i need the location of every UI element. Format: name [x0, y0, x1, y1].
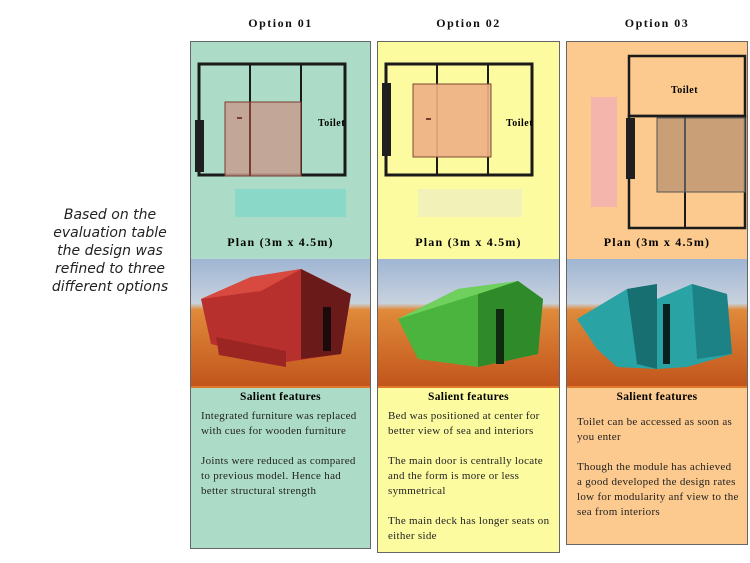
option-1-features: Salient features Integrated furniture wa…: [191, 386, 370, 548]
module-render-image: [567, 259, 747, 386]
side-caption: Based on the evaluation table the design…: [51, 207, 169, 295]
feature-item: The main door is centrally locate and th…: [388, 455, 543, 497]
option-3-title: Option 03: [624, 16, 690, 30]
plan-label: Plan (3m x 4.5m): [603, 235, 711, 249]
plan-label: Plan (3m x 4.5m): [415, 235, 522, 249]
features-title: Salient features: [616, 391, 698, 403]
toilet-label: Toilet: [506, 118, 534, 129]
option-3-column: Toilet Plan (3m x 4.5m) Salient features…: [566, 41, 748, 545]
floor-plan-drawing: [382, 62, 534, 217]
option-2-column: Toilet Plan (3m x 4.5m) Salient features…: [377, 41, 560, 553]
option-1-3d-render: [191, 259, 370, 386]
floor-plan-drawing: [591, 54, 747, 230]
option-1-title: Option 01: [248, 16, 313, 30]
features-title: Salient features: [428, 391, 509, 403]
toilet-label: Toilet: [318, 118, 346, 129]
module-render-image: [378, 259, 559, 386]
features-title: Salient features: [240, 391, 321, 403]
module-render-image: [191, 259, 370, 386]
toilet-label: Toilet: [671, 85, 699, 96]
feature-item: Though the module has achieved a good de…: [577, 461, 739, 518]
feature-item: Bed was positioned at center for better …: [388, 410, 540, 437]
option-2-features: Salient features Bed was positioned at c…: [378, 386, 559, 552]
option-3-features: Salient features Toilet can be accessed …: [567, 386, 747, 544]
option-3-plan: Toilet Plan (3m x 4.5m): [567, 42, 747, 259]
floor-plan-drawing: [195, 62, 347, 217]
option-2-3d-render: [378, 259, 559, 386]
option-2-title: Option 02: [436, 16, 501, 30]
feature-item: Toilet can be accessed as soon as you en…: [577, 416, 733, 443]
option-1-column: Toilet Plan (3m x 4.5m) Salient features…: [190, 41, 371, 549]
feature-item: Joints were reduced as compared to previ…: [201, 455, 356, 497]
feature-item: The main deck has longer seats on either…: [388, 515, 550, 542]
option-2-plan: Toilet Plan (3m x 4.5m): [378, 42, 559, 259]
feature-item: Integrated furniture was replaced with c…: [201, 410, 357, 437]
plan-label: Plan (3m x 4.5m): [227, 235, 334, 249]
option-1-plan: Toilet Plan (3m x 4.5m): [191, 42, 370, 259]
option-3-3d-render: [567, 259, 747, 386]
